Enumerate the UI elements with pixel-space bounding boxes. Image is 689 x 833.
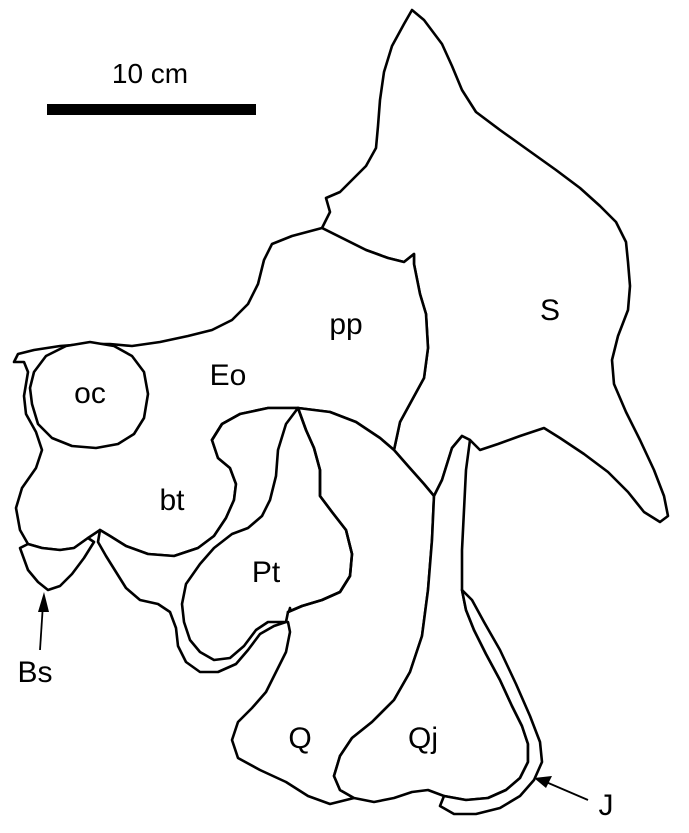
label-pt: Pt <box>252 556 281 589</box>
occipital-condyle <box>28 340 150 450</box>
quadrate-pterygoid-suture <box>286 406 354 614</box>
j-arrow-line <box>545 781 589 801</box>
pterygoid-suture <box>210 412 242 442</box>
label-oc: oc <box>74 377 106 410</box>
label-j: J <box>599 789 614 822</box>
scale-bar-label: 10 cm <box>112 58 188 89</box>
scale-bar-line <box>47 104 256 115</box>
label-bs: Bs <box>17 656 52 689</box>
bs-pointer: Bs <box>17 592 53 689</box>
basisphenoid-bone <box>18 536 96 592</box>
label-s: S <box>540 294 560 327</box>
label-bt: bt <box>159 484 185 517</box>
label-eo: Eo <box>210 359 247 392</box>
scale-bar: 10 cm <box>47 58 256 115</box>
label-qj: Qj <box>408 722 438 755</box>
j-pointer: J <box>534 776 614 822</box>
j-arrowhead <box>534 776 552 788</box>
bs-arrowhead <box>38 592 49 612</box>
pterygoid-bone <box>96 406 300 674</box>
label-q: Q <box>288 722 311 755</box>
label-pp: pp <box>329 308 362 341</box>
jugal-bone <box>438 588 544 816</box>
